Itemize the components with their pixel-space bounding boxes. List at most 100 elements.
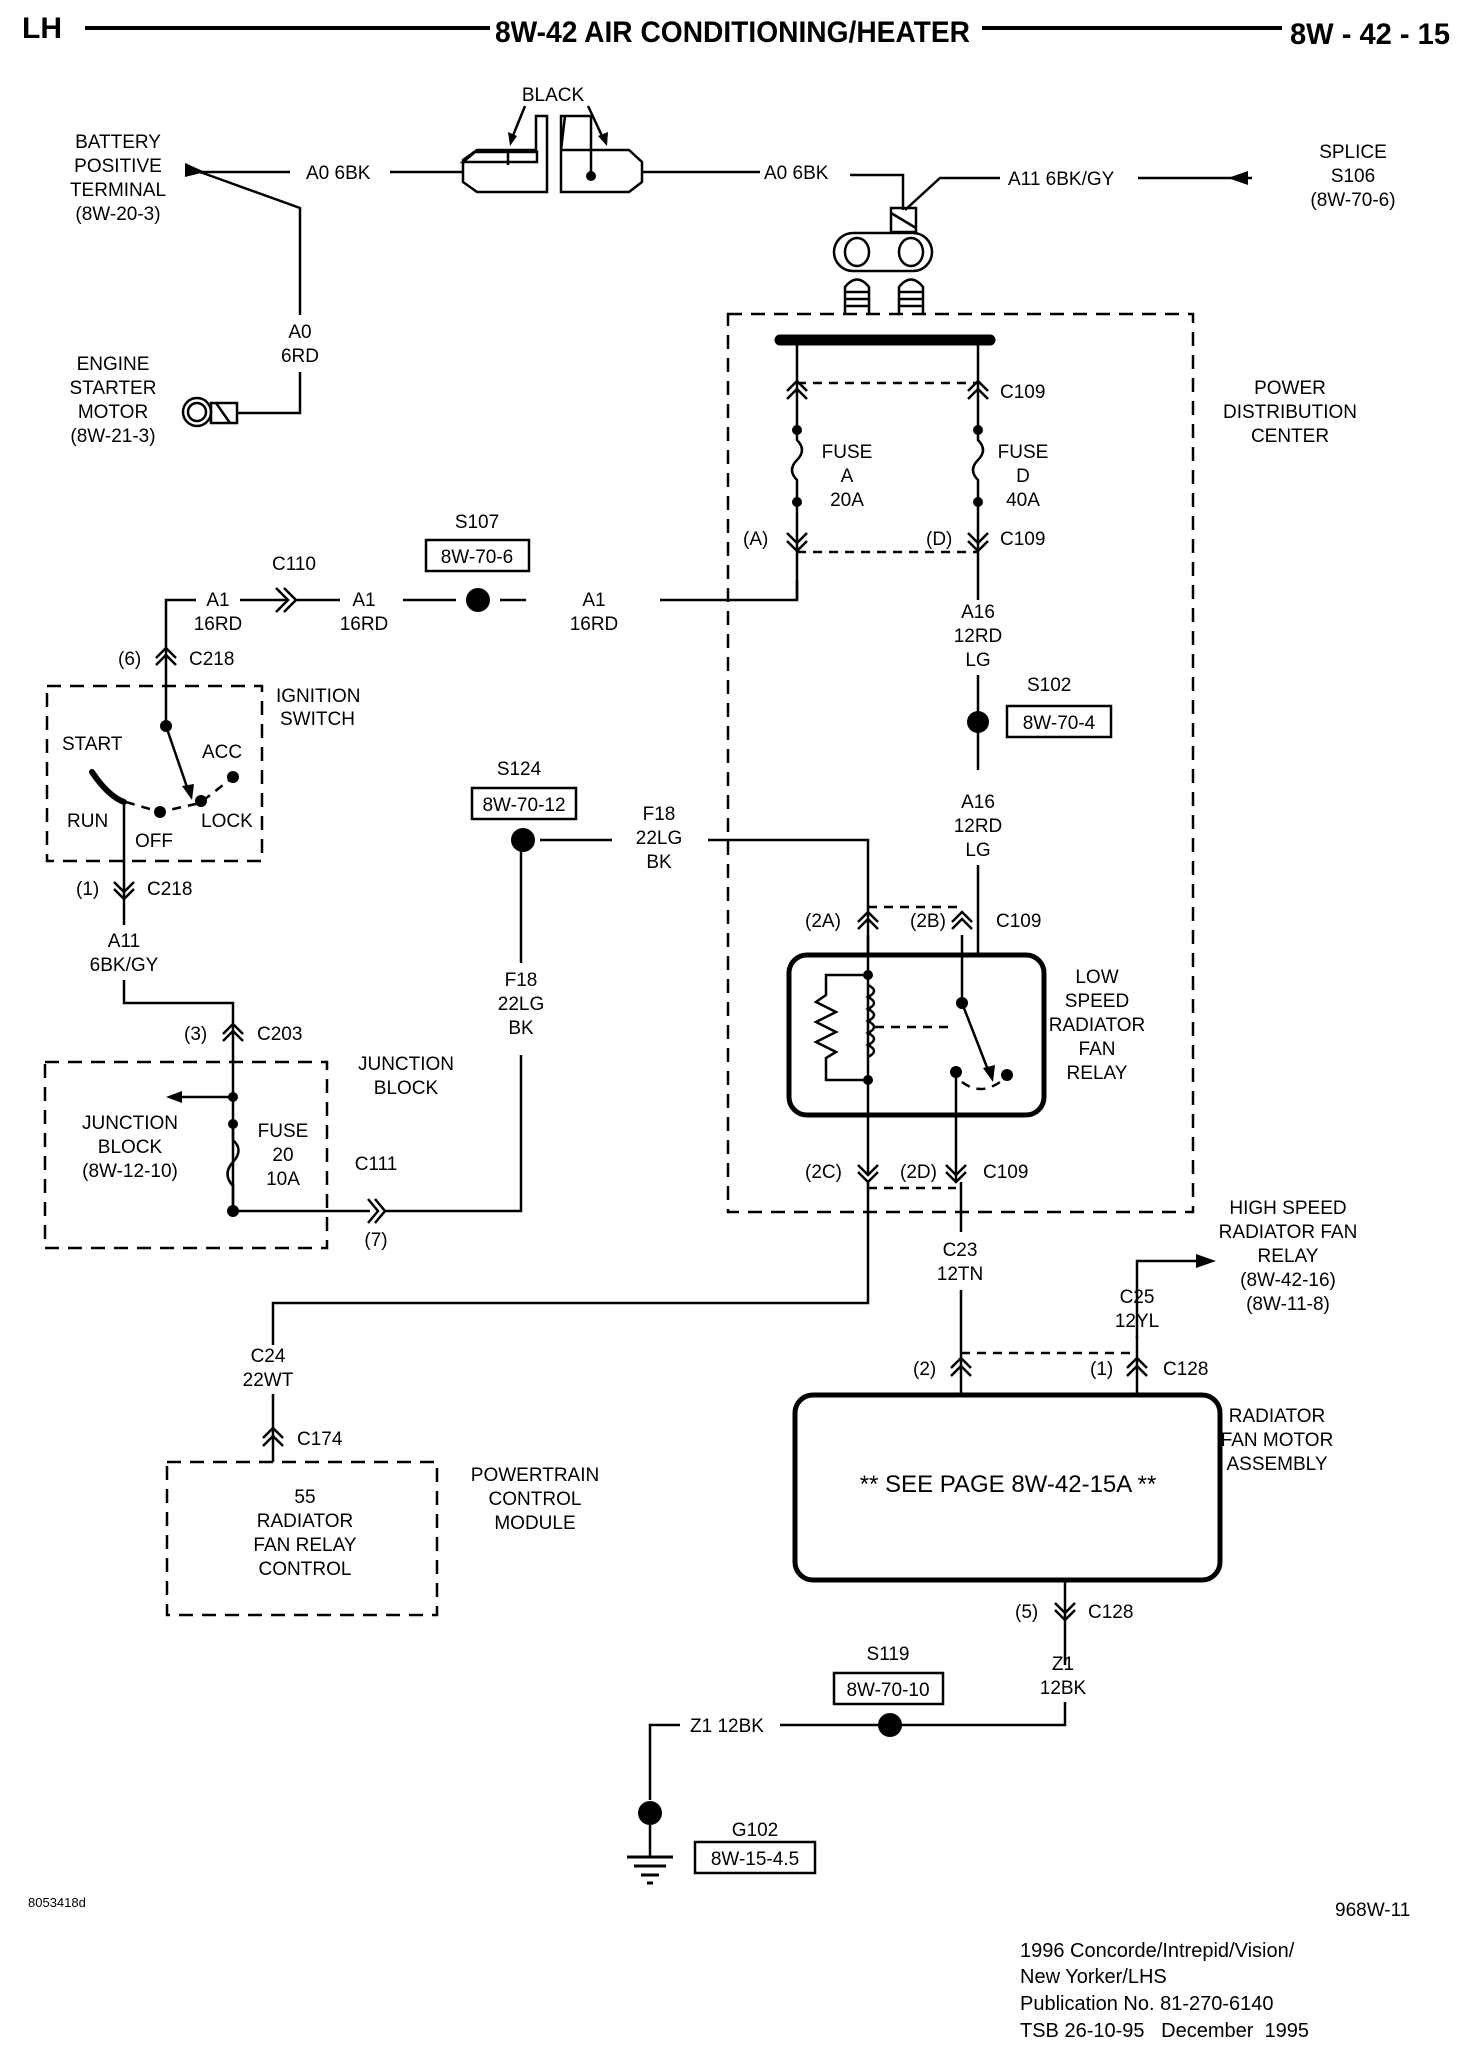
c109-top-a-chevron2-icon: [786, 387, 808, 400]
c109-2a-chevron-icon: [857, 910, 879, 923]
fuse-d-icon: [971, 430, 985, 500]
svg-text:IGNITION: IGNITION: [276, 686, 360, 707]
ignition-switch-boundary: [45, 684, 264, 863]
c109-top-d-chevron-icon: [967, 379, 989, 392]
pcm-label: POWERTRAIN CONTROL MODULE: [471, 1465, 599, 1534]
splice-s106-arrow-icon: [1228, 171, 1248, 185]
svg-text:ENGINE: ENGINE: [77, 354, 150, 375]
relay-coil-icon: [865, 983, 876, 1059]
c128-pin5-chevron2-icon: [1054, 1609, 1076, 1622]
c174-chevron-icon: [262, 1426, 284, 1439]
svg-text:POSITIVE: POSITIVE: [74, 156, 162, 177]
c109-top-label: C109: [1000, 382, 1045, 403]
wire-z1-12bk: [648, 1702, 1067, 1800]
relay-contact-arc: [961, 1080, 1001, 1091]
svg-text:10A: 10A: [266, 1169, 300, 1190]
c203-chevron2-icon: [222, 1029, 244, 1042]
svg-text:CONTROL: CONTROL: [259, 1559, 352, 1580]
ground-g102-dot: [638, 1801, 662, 1825]
svg-text:40A: 40A: [1006, 490, 1040, 511]
svg-text:(8W-21-3): (8W-21-3): [70, 426, 155, 447]
c218-top-label: C218: [189, 649, 234, 670]
svg-text:FUSE: FUSE: [258, 1121, 309, 1142]
splice-s102-ref: 8W-70-4: [1023, 713, 1096, 734]
wire-label-a16-upper: A16 12RD LG: [954, 602, 1003, 671]
c128-pin2: (2): [913, 1359, 936, 1380]
svg-text:C23: C23: [943, 1240, 978, 1261]
c109-relay-bot-label: C109: [983, 1162, 1028, 1183]
splice-s102-name: S102: [1027, 675, 1071, 696]
svg-text:New Yorker/LHS: New Yorker/LHS: [1020, 1966, 1167, 1988]
header-left: LH: [22, 12, 62, 45]
svg-text:Publication No. 81-270-6140: Publication No. 81-270-6140: [1020, 1993, 1274, 2015]
c111-label: C111: [355, 1154, 398, 1175]
svg-text:Z1: Z1: [1052, 1654, 1074, 1675]
footer-publication-info: 1996 Concorde/Intrepid/Vision/ New Yorke…: [1020, 1940, 1309, 2042]
c174-label: C174: [297, 1429, 343, 1450]
high-speed-relay-arrow-icon: [1196, 1254, 1216, 1268]
relay-switch-arrow-icon: [983, 1065, 995, 1082]
svg-text:S106: S106: [1331, 166, 1375, 187]
battery-arrow-icon: [185, 163, 205, 177]
svg-text:BLOCK: BLOCK: [98, 1137, 163, 1158]
pcm-boundary: [165, 1460, 439, 1617]
wire-a1-to-ignition: [164, 598, 196, 726]
c128-top-label: C128: [1163, 1359, 1208, 1380]
battery-terminal-label: BATTERY POSITIVE TERMINAL (8W-20-3): [70, 132, 166, 225]
fuse-a-label: FUSE A 20A: [822, 442, 873, 511]
svg-text:(8W-12-10): (8W-12-10): [82, 1161, 178, 1182]
inline-connector-icon: [459, 105, 644, 194]
svg-text:6BK/GY: 6BK/GY: [90, 955, 159, 976]
wire-label-a1-1: A1 16RD: [194, 590, 243, 635]
svg-text:12YL: 12YL: [1115, 1311, 1159, 1332]
svg-text:A1: A1: [352, 590, 375, 611]
ignition-start-label: START: [62, 734, 123, 755]
splice-s124-name: S124: [497, 759, 542, 780]
c218-bot-pin: (1): [76, 879, 99, 900]
ignition-lock-label: LOCK: [201, 811, 253, 832]
c218-top-chevron2-icon: [155, 653, 177, 666]
wire-label-a1-2: A1 16RD: [340, 590, 389, 635]
c218-bot-chevron-icon: [113, 881, 135, 894]
c109-a-chevron-icon: [786, 532, 808, 545]
svg-text:BATTERY: BATTERY: [75, 132, 161, 153]
wire-a0-6bk-right-b: [850, 173, 905, 210]
pin-2a-label: (2A): [805, 911, 841, 932]
starter-motor-icon: [181, 396, 239, 428]
c109-2a-chevron2-icon: [857, 917, 879, 930]
wire-label-f18-horizontal: F18 22LG BK: [636, 804, 682, 873]
c110-connector-icon: [283, 587, 298, 613]
svg-text:22LG: 22LG: [498, 994, 544, 1015]
c218-top-pin: (6): [118, 649, 141, 670]
wire-label-a1-3: A1 16RD: [570, 590, 619, 635]
junction-block-inner-label: JUNCTION BLOCK (8W-12-10): [82, 1113, 178, 1182]
fuse-20-label: FUSE 20 10A: [258, 1121, 309, 1190]
c128-pin1-chevron2-icon: [1126, 1364, 1148, 1377]
svg-text:D: D: [1016, 466, 1030, 487]
svg-text:(8W-11-8): (8W-11-8): [1246, 1294, 1330, 1315]
wire-f18-vertical-lower: [385, 1055, 523, 1213]
svg-text:20A: 20A: [830, 490, 864, 511]
svg-text:RADIATOR FAN: RADIATOR FAN: [1219, 1222, 1358, 1243]
svg-text:BK: BK: [508, 1018, 534, 1039]
svg-text:LG: LG: [965, 650, 990, 671]
svg-text:F18: F18: [505, 970, 538, 991]
svg-text:POWERTRAIN: POWERTRAIN: [471, 1465, 599, 1486]
svg-text:C24: C24: [251, 1346, 286, 1367]
c128-pin2-chevron2-icon: [950, 1364, 972, 1377]
svg-text:RELAY: RELAY: [1258, 1246, 1319, 1267]
wire-label-a0-6bk-right: A0 6BK: [764, 163, 829, 184]
wire-label-z1-bg: [680, 1714, 780, 1736]
wire-label-f18-vertical: F18 22LG BK: [498, 970, 544, 1039]
svg-text:LG: LG: [965, 840, 990, 861]
footer-left-code: 8053418d: [28, 1895, 86, 1910]
low-speed-relay-label: LOW SPEED RADIATOR FAN RELAY: [1049, 967, 1145, 1084]
svg-text:MODULE: MODULE: [494, 1513, 575, 1534]
svg-text:A1: A1: [582, 590, 605, 611]
svg-text:16RD: 16RD: [340, 614, 389, 635]
svg-text:CONTROL: CONTROL: [489, 1489, 582, 1510]
svg-text:JUNCTION: JUNCTION: [82, 1113, 178, 1134]
ground-g102-name: G102: [732, 1820, 778, 1841]
ignition-acc-dot: [227, 771, 239, 783]
svg-text:12RD: 12RD: [954, 816, 1003, 837]
